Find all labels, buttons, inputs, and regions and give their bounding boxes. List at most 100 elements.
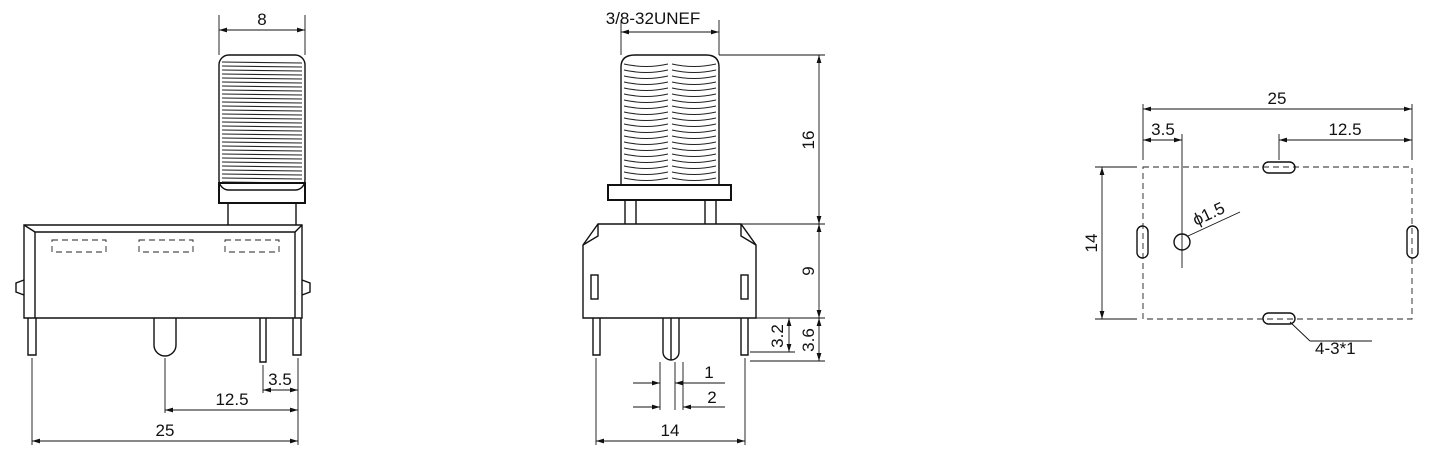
thread-line [671,135,717,140]
side-half-width-label: 12.5 [215,390,248,409]
thread-line [221,89,303,92]
thread-line [671,87,717,92]
thread-line [221,165,303,168]
front-view: 3/8-32UNEF 16 9 3.2 3.6 1 2 [582,9,825,445]
thread-line [671,105,717,110]
thread-line [221,157,303,160]
side-thread-width-label: 8 [257,10,266,29]
thread-line [221,133,303,136]
thread-line [671,165,717,170]
footprint-total-width-label: 25 [1268,89,1287,108]
slot-spec-label: 4-3*1 [1315,339,1356,358]
thread-line [623,141,669,146]
thread-line [623,159,669,164]
thread-line [221,161,303,164]
thread-line [221,77,303,80]
thread-line [221,101,303,104]
front-pins [592,318,749,361]
side-dimensions: 8 3.5 12.5 25 [31,10,306,445]
footprint-half-width-label: 12.5 [1328,120,1361,139]
thread-line [221,69,303,72]
thread-line [671,99,717,104]
thread-line [671,123,717,128]
pin-length-a-label: 3.2 [768,324,787,348]
thread-line [623,135,669,140]
thread-line [221,129,303,132]
thread-line [671,111,717,116]
thread-line [623,93,669,98]
thread-line [221,93,303,96]
thread-line [221,109,303,112]
thread-line [623,165,669,170]
side-threaded-barrel [218,54,306,225]
thread-line [623,87,669,92]
side-total-width-label: 25 [156,421,175,440]
thread-line [671,81,717,86]
thread-length-label: 16 [799,131,818,150]
thread-line [623,111,669,116]
thread-line [221,149,303,152]
thread-line [221,141,303,144]
slot-left [1136,225,1149,259]
thread-line [221,97,303,100]
thread-line [221,145,303,148]
thread-line [221,121,303,124]
slot-right [1406,225,1419,259]
thread-line [221,81,303,84]
slot-bottom [1262,312,1296,325]
hole-diameter-label: ϕ1.5 [1190,198,1228,229]
thread-line [671,153,717,158]
thread-line [671,129,717,134]
thread-line [221,117,303,120]
thread-line [671,159,717,164]
thread-line [221,137,303,140]
thread-line [671,63,717,68]
thread-line [623,75,669,80]
thread-line [671,177,717,182]
thread-line [623,81,669,86]
pin-width-b-label: 2 [707,388,716,407]
thread-line [671,117,717,122]
thread-line [623,117,669,122]
thread-line [623,147,669,152]
thread-line [221,65,303,68]
thread-line [221,105,303,108]
footprint-outline [1142,166,1413,320]
side-pin-offset-label: 3.5 [268,370,292,389]
slot-top [1262,161,1296,174]
thread-line [671,171,717,176]
thread-line [221,125,303,128]
thread-line [623,105,669,110]
thread-line [623,153,669,158]
thread-line [623,99,669,104]
pin-width-a-label: 1 [704,363,713,382]
side-pins [27,318,302,363]
side-view: 8 3.5 12.5 25 [15,10,311,445]
thread-line [221,61,303,64]
side-housing [15,224,311,319]
thread-line [671,147,717,152]
thread-line [221,113,303,116]
thread-line [221,169,303,172]
thread-line [623,129,669,134]
footprint-height-label: 14 [1082,234,1101,253]
thread-line [671,69,717,74]
footprint-edge-offset-label: 3.5 [1151,120,1175,139]
thread-line [623,69,669,74]
thread-line [671,75,717,80]
thread-line [623,177,669,182]
footprint-view: 25 3.5 12.5 14 ϕ1.5 4-3*1 [1082,89,1419,358]
footprint-dimensions: 25 3.5 12.5 14 ϕ1.5 4-3*1 [1082,89,1413,358]
thread-line [221,73,303,76]
thread-line [221,153,303,156]
thread-line [623,63,669,68]
thread-line [623,123,669,128]
front-threaded-barrel [607,54,732,224]
thread-line [221,177,303,180]
thread-line [671,141,717,146]
front-housing [582,223,757,319]
front-total-width-label: 14 [661,421,680,440]
thread-line [671,93,717,98]
front-dimensions: 3/8-32UNEF 16 9 3.2 3.6 1 2 [595,9,825,445]
